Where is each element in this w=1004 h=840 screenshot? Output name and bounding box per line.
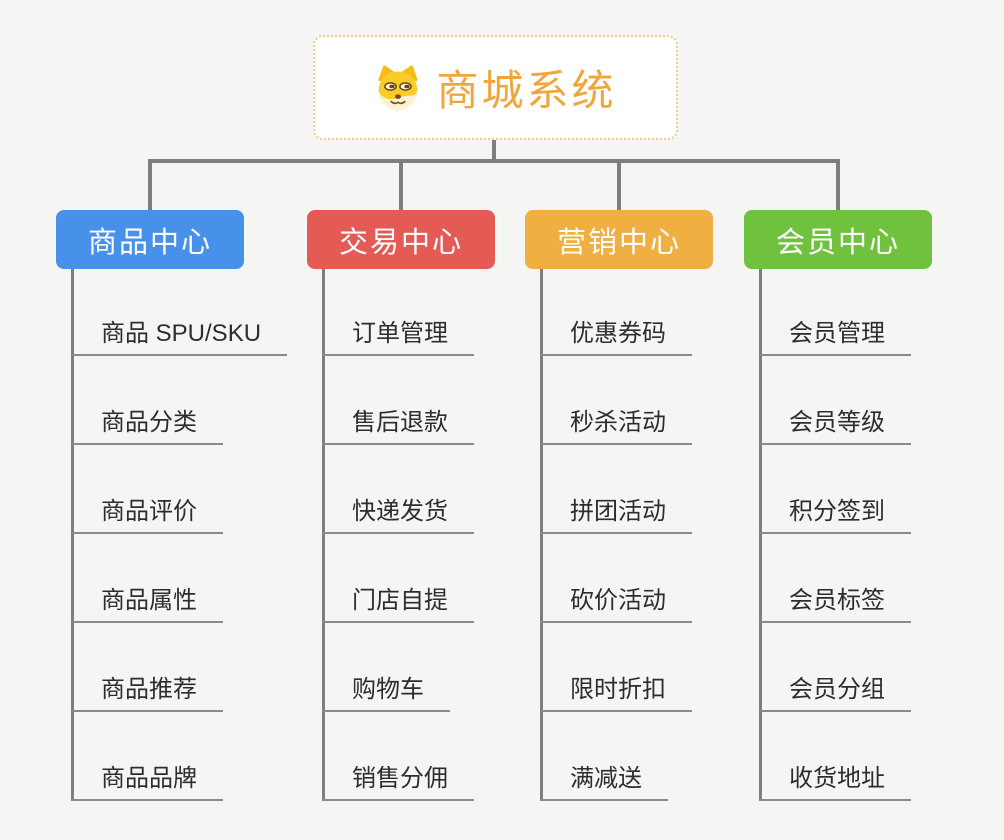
subtopic-label: 拼团活动 <box>570 498 666 525</box>
subtopic-item[interactable]: 秒杀活动 <box>540 399 692 445</box>
subtopic-item[interactable]: 会员标签 <box>759 577 911 623</box>
subtopic-item[interactable]: 会员管理 <box>759 310 911 356</box>
subtopic-label: 限时折扣 <box>570 676 666 703</box>
subtopic-label: 商品属性 <box>101 587 197 614</box>
subtopic-item[interactable]: 砍价活动 <box>540 577 692 623</box>
subtopic-item[interactable]: 商品分类 <box>71 399 223 445</box>
subtopic-item[interactable]: 售后退款 <box>322 399 474 445</box>
subtopic-label: 商品 SPU/SKU <box>101 320 262 347</box>
subtopic-label: 门店自提 <box>352 587 448 614</box>
connector-line <box>540 269 543 801</box>
connector-line <box>492 140 496 160</box>
subtopic-label: 售后退款 <box>352 409 448 436</box>
branch-node-label: 会员中心 <box>775 226 900 259</box>
branch-node[interactable]: 营销中心 <box>525 210 713 269</box>
subtopic-label: 会员分组 <box>789 676 885 703</box>
subtopic-item[interactable]: 商品品牌 <box>71 755 223 801</box>
subtopic-label: 快递发货 <box>352 498 448 525</box>
subtopic-label: 商品推荐 <box>101 676 197 703</box>
branch-node[interactable]: 商品中心 <box>56 210 244 269</box>
subtopic-item[interactable]: 门店自提 <box>322 577 474 623</box>
subtopic-label: 会员标签 <box>789 587 885 614</box>
branch-node[interactable]: 会员中心 <box>744 210 932 269</box>
subtopic-item[interactable]: 积分签到 <box>759 488 911 534</box>
branch-node-label: 交易中心 <box>338 226 463 259</box>
subtopic-label: 积分签到 <box>789 498 885 525</box>
subtopic-label: 购物车 <box>352 676 424 703</box>
connector-line <box>759 269 762 801</box>
subtopic-label: 商品品牌 <box>101 765 197 792</box>
subtopic-label: 收货地址 <box>789 765 885 792</box>
connector-line <box>836 159 840 210</box>
dog-face-icon <box>374 64 422 112</box>
subtopic-item[interactable]: 购物车 <box>322 666 450 712</box>
subtopic-label: 会员管理 <box>789 320 885 347</box>
subtopic-item[interactable]: 商品属性 <box>71 577 223 623</box>
subtopic-item[interactable]: 优惠券码 <box>540 310 692 356</box>
subtopic-item[interactable]: 快递发货 <box>322 488 474 534</box>
root-topic-label: 商城系统 <box>436 67 617 114</box>
subtopic-item[interactable]: 限时折扣 <box>540 666 692 712</box>
subtopic-label: 会员等级 <box>789 409 885 436</box>
subtopic-item[interactable]: 满减送 <box>540 755 668 801</box>
subtopic-item[interactable]: 拼团活动 <box>540 488 692 534</box>
connector-line <box>322 269 325 801</box>
subtopic-label: 商品分类 <box>101 409 197 436</box>
subtopic-item[interactable]: 收货地址 <box>759 755 911 801</box>
subtopic-label: 销售分佣 <box>352 765 448 792</box>
connector-line <box>71 269 74 801</box>
connector-line <box>617 159 621 210</box>
subtopic-label: 满减送 <box>570 765 642 792</box>
subtopic-item[interactable]: 订单管理 <box>322 310 474 356</box>
subtopic-item[interactable]: 商品推荐 <box>71 666 223 712</box>
subtopic-item[interactable]: 销售分佣 <box>322 755 474 801</box>
root-topic-node[interactable]: 商城系统 <box>313 35 678 140</box>
branch-node-label: 营销中心 <box>556 226 681 259</box>
subtopic-label: 优惠券码 <box>570 320 666 347</box>
connector-line <box>148 159 840 163</box>
subtopic-item[interactable]: 商品 SPU/SKU <box>71 310 288 356</box>
branch-node[interactable]: 交易中心 <box>307 210 495 269</box>
subtopic-item[interactable]: 商品评价 <box>71 488 223 534</box>
subtopic-item[interactable]: 会员等级 <box>759 399 911 445</box>
subtopic-label: 商品评价 <box>101 498 197 525</box>
subtopic-label: 砍价活动 <box>570 587 666 614</box>
connector-line <box>399 159 403 210</box>
subtopic-label: 订单管理 <box>352 320 448 347</box>
connector-line <box>148 159 152 210</box>
subtopic-item[interactable]: 会员分组 <box>759 666 911 712</box>
subtopic-label: 秒杀活动 <box>570 409 666 436</box>
branch-node-label: 商品中心 <box>87 226 212 259</box>
